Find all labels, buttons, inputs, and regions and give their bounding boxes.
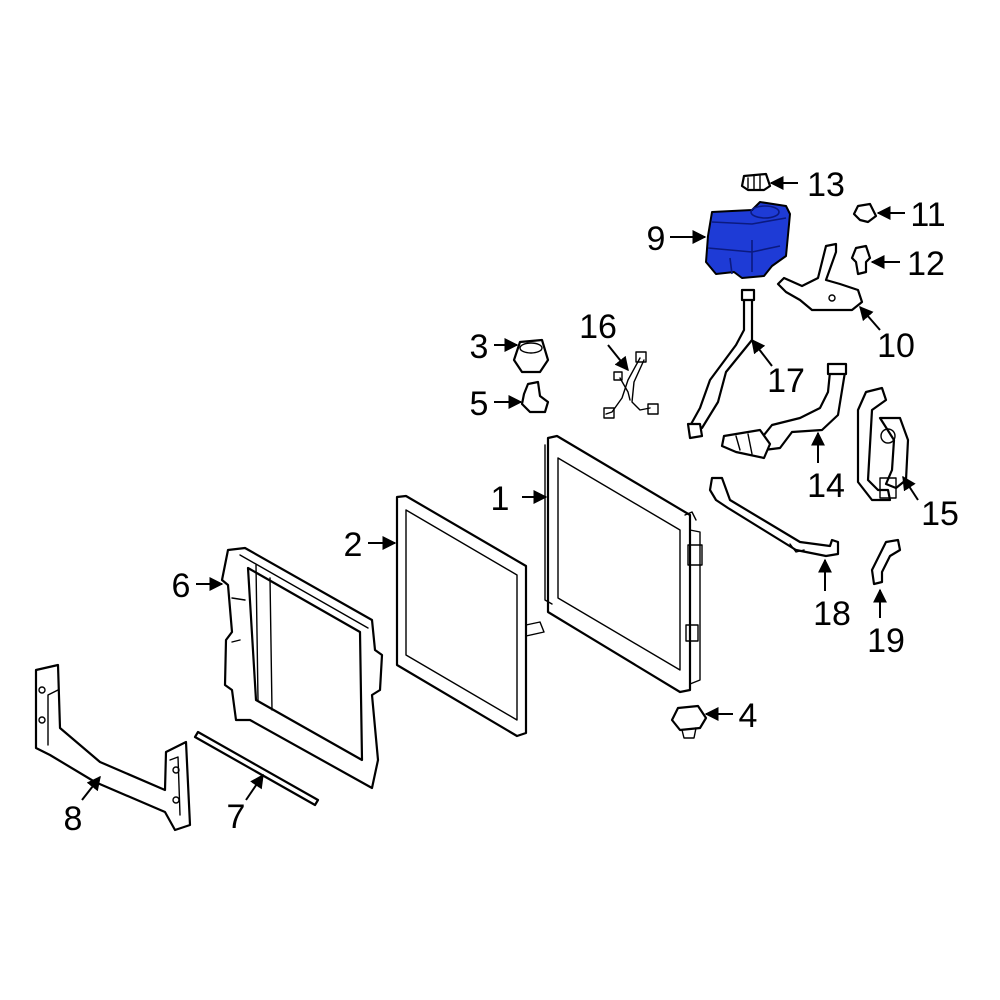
part-13-cap[interactable] (740, 172, 772, 192)
callout-6: 6 (172, 567, 224, 605)
part-3-cap[interactable] (512, 338, 550, 374)
part-10-bracket[interactable] (776, 242, 864, 312)
callout-19: 19 (867, 588, 905, 660)
callout-label-12: 12 (907, 245, 945, 283)
part-4-drain-plug[interactable] (670, 704, 708, 739)
callout-label-2: 2 (344, 526, 363, 564)
callout-14: 14 (807, 431, 845, 505)
part-15-hose[interactable] (856, 386, 910, 502)
part-1-radiator[interactable] (544, 434, 703, 694)
callout-12: 12 (870, 245, 945, 283)
callout-8: 8 (64, 775, 101, 838)
callout-label-16: 16 (579, 308, 617, 346)
part-5-sensor[interactable] (520, 380, 550, 414)
callout-18: 18 (813, 558, 851, 633)
callout-label-17: 17 (767, 362, 805, 400)
part-11-clip[interactable] (852, 202, 878, 224)
callout-label-19: 19 (867, 622, 905, 660)
callout-11: 11 (876, 196, 946, 234)
part-18-pipe[interactable] (708, 476, 840, 558)
callout-label-10: 10 (877, 327, 915, 365)
callout-9: 9 (647, 220, 707, 258)
callout-label-1: 1 (491, 480, 510, 518)
callout-4: 4 (704, 697, 758, 735)
callout-label-6: 6 (172, 567, 191, 605)
part-16-harness[interactable] (603, 351, 659, 419)
callout-5: 5 (470, 385, 523, 423)
callout-16: 16 (579, 308, 629, 372)
part-8-bracket[interactable] (34, 663, 192, 832)
callout-label-7: 7 (227, 798, 246, 836)
part-6-shroud[interactable] (220, 546, 384, 790)
part-17-hose[interactable] (686, 288, 756, 440)
callout-1: 1 (491, 480, 548, 518)
callout-2: 2 (344, 526, 397, 564)
callout-label-18: 18 (813, 595, 851, 633)
part-2-condenser[interactable] (395, 494, 545, 738)
callout-label-5: 5 (470, 385, 489, 423)
part-19-small-hose[interactable] (870, 538, 902, 586)
callout-label-4: 4 (739, 697, 758, 735)
part-9-coolant-reservoir[interactable] (705, 201, 791, 279)
callout-label-3: 3 (470, 328, 489, 366)
callout-15: 15 (902, 475, 959, 533)
part-7-seal-strip[interactable] (193, 730, 320, 807)
callout-label-14: 14 (807, 467, 845, 505)
callout-17: 17 (751, 338, 805, 400)
callout-13: 13 (769, 166, 845, 204)
callout-label-13: 13 (807, 166, 845, 204)
part-14-hose[interactable] (720, 362, 848, 460)
callout-label-11: 11 (910, 196, 945, 234)
callout-3: 3 (470, 328, 519, 366)
callout-label-9: 9 (647, 220, 666, 258)
callout-label-15: 15 (921, 495, 959, 533)
callout-10: 10 (859, 305, 915, 365)
callout-7: 7 (227, 773, 264, 836)
part-12-fastener[interactable] (850, 244, 872, 276)
callout-label-8: 8 (64, 800, 83, 838)
